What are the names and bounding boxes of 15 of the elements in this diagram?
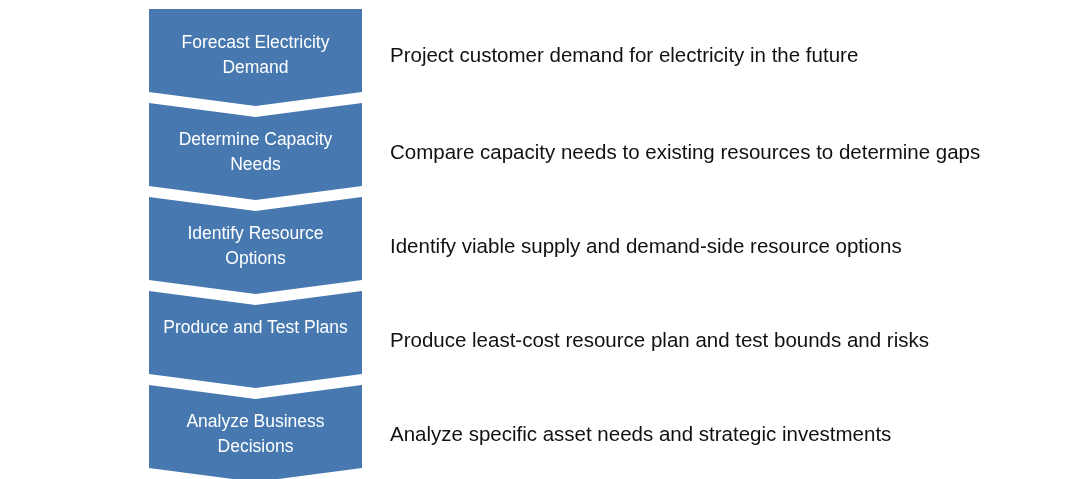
- step-description: Analyze specific asset needs and strategic investments: [390, 420, 892, 447]
- chevron-step: [149, 291, 362, 388]
- step-label: Determine Capacity Needs: [177, 127, 334, 176]
- step-description: Project customer demand for electricity in the future: [390, 41, 859, 68]
- step-description: Identify viable supply and demand-side resource options: [390, 232, 902, 259]
- step-description: Compare capacity needs to existing resources to determine gaps: [390, 138, 981, 165]
- step-label: Forecast Electricity Demand: [180, 30, 331, 79]
- step-label: Analyze Business Decisions: [185, 409, 326, 458]
- step-description: Produce least-cost resource plan and test bounds and risks: [390, 326, 929, 353]
- chevron-step: [149, 385, 362, 479]
- chevron-step: [149, 9, 362, 106]
- chevron-step: [149, 197, 362, 294]
- chevron-step: [149, 103, 362, 200]
- step-label: Identify Resource Options: [186, 221, 325, 270]
- step-label: Produce and Test Plans: [162, 315, 349, 339]
